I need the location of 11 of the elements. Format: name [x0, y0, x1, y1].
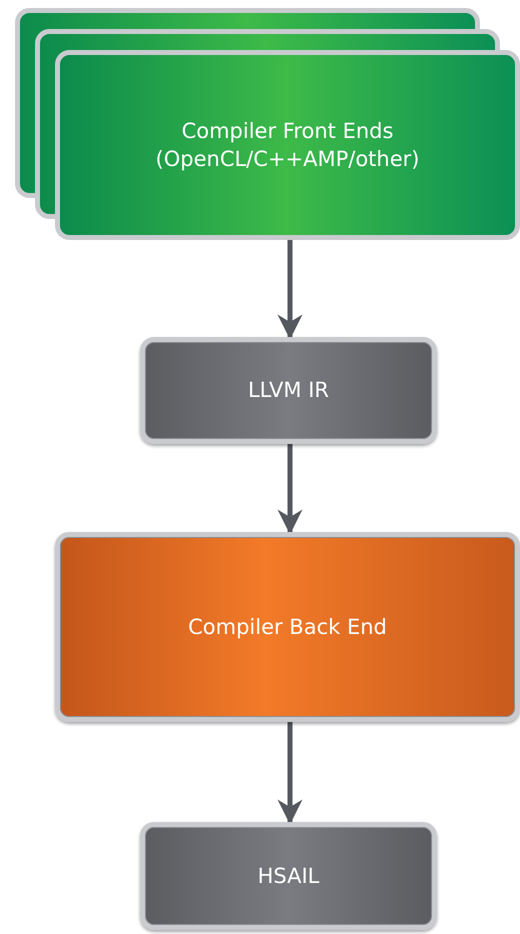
process-box	[55, 532, 520, 722]
arrow	[278, 444, 302, 534]
process-box	[140, 337, 437, 444]
process-box	[140, 822, 437, 930]
box-label: HSAIL	[256, 862, 320, 890]
box-label: Compiler Back End	[187, 614, 388, 641]
stacked-process-box	[15, 8, 520, 240]
arrow	[278, 240, 302, 340]
arrow	[278, 722, 302, 824]
box-label: Compiler Front Ends (OpenCL/C++AMP/other)	[154, 118, 420, 173]
box-label: LLVM IR	[246, 377, 330, 404]
